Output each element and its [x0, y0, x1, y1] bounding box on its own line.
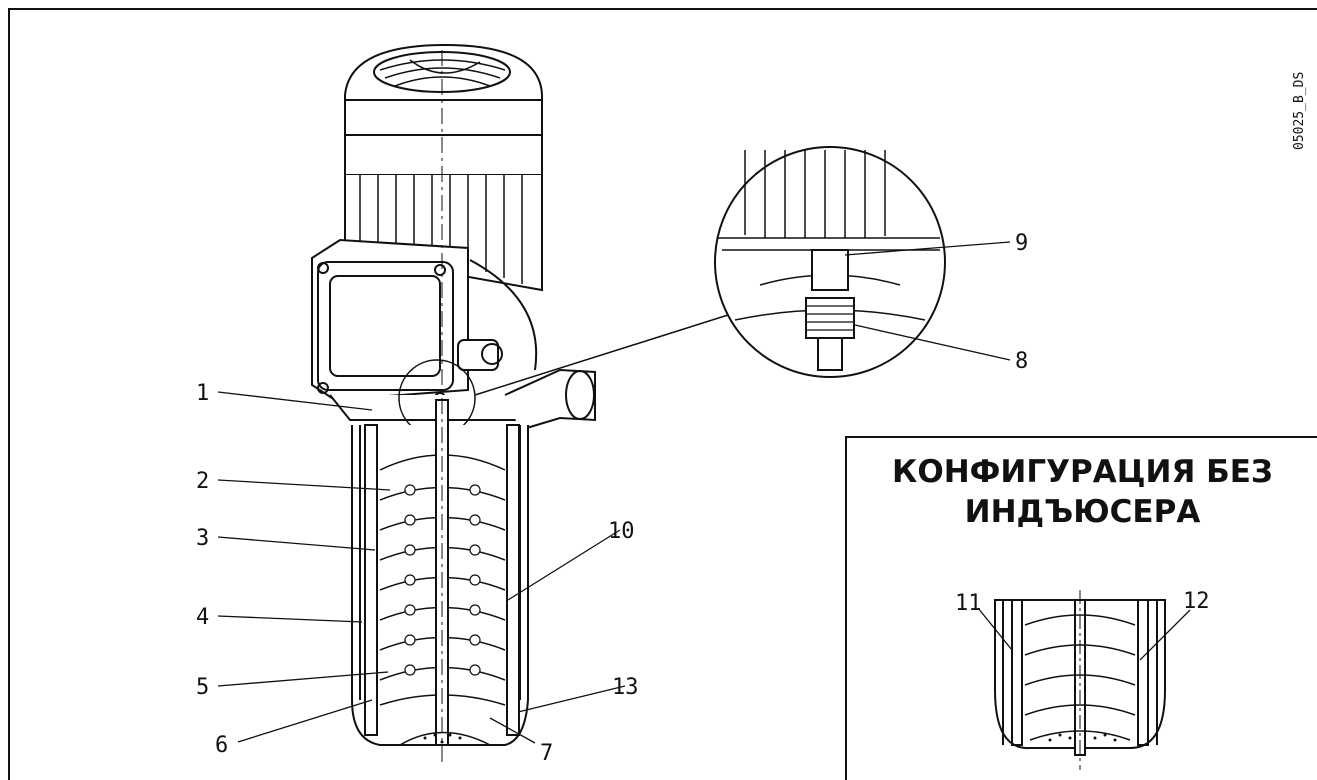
callout-8: 8 [1015, 349, 1028, 374]
callout-7: 7 [540, 741, 553, 766]
inset-frame [845, 436, 1317, 780]
pump-column [351, 399, 529, 746]
leader-lines [217, 241, 1191, 744]
inset-title: КОНФИГУРАЦИЯ БЕЗ ИНДЪЮСЕРА [848, 452, 1317, 532]
drawing-frame [8, 8, 1317, 780]
terminal-box [311, 238, 503, 404]
motor-fan-cover [344, 43, 543, 176]
drawing-code: 05025_B_DS [1292, 72, 1307, 150]
inset-title-line2: ИНДЪЮСЕРА [964, 494, 1201, 530]
callout-5: 5 [196, 675, 209, 700]
inset-pump [994, 590, 1166, 770]
callout-10: 10 [608, 519, 635, 544]
callout-11: 11 [955, 591, 982, 616]
detail-view [474, 146, 946, 396]
callout-12: 12 [1183, 589, 1210, 614]
callout-9: 9 [1015, 231, 1028, 256]
inset-title-line1: КОНФИГУРАЦИЯ БЕЗ [892, 454, 1273, 490]
callout-3: 3 [196, 526, 209, 551]
callout-4: 4 [196, 605, 209, 630]
callout-1: 1 [196, 381, 209, 406]
callout-6: 6 [215, 733, 228, 758]
callout-2: 2 [196, 469, 209, 494]
callout-13: 13 [612, 675, 639, 700]
